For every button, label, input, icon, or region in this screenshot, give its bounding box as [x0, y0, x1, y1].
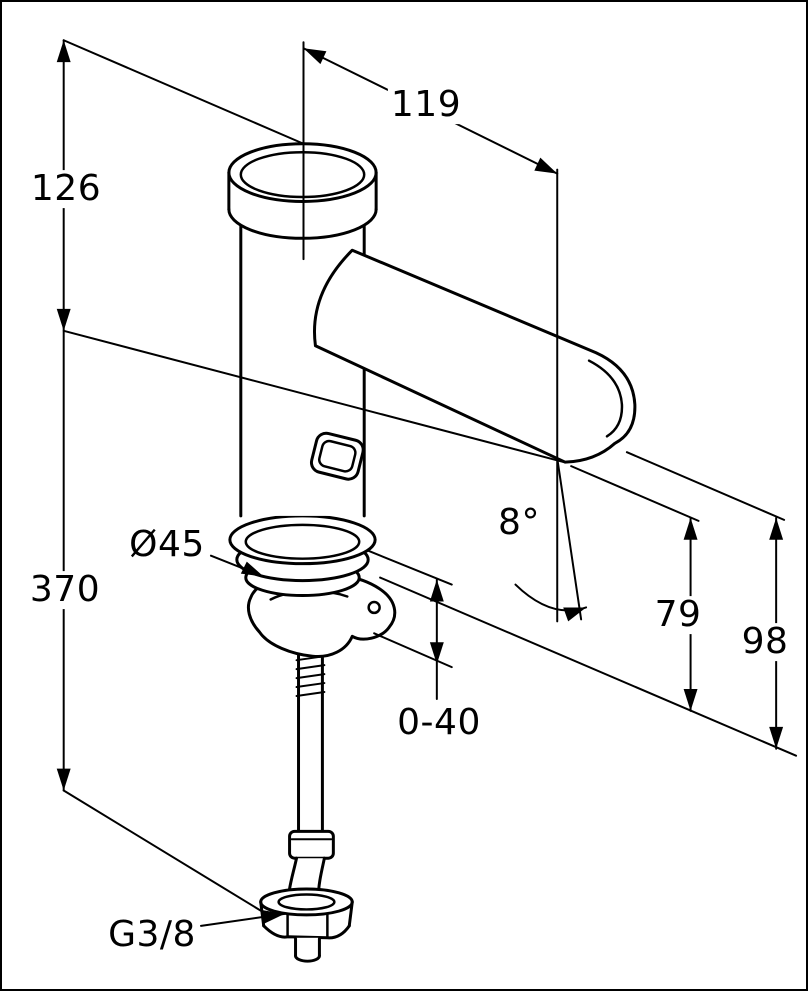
arrow-down-icon	[56, 308, 71, 331]
dimension-arrowheads	[56, 40, 784, 924]
faucet-spout	[313, 248, 637, 464]
hose-ferrule	[288, 829, 335, 860]
dim-label-angle: 8°	[495, 504, 543, 542]
dim-label-370: 370	[26, 571, 104, 609]
leader-arrow-icon	[240, 561, 264, 577]
mounting-base-rings	[228, 514, 377, 597]
dim-label-79: 79	[651, 596, 705, 634]
spout-plane-extension-line	[62, 329, 566, 464]
arrow-down-icon	[683, 689, 698, 711]
dim-label-diameter: Ø45	[126, 526, 208, 564]
outlet-extension-line	[570, 465, 700, 522]
sensor-window	[309, 431, 365, 481]
top-extension-line	[62, 39, 305, 145]
range-bottom-extension	[373, 632, 453, 669]
arrow-up-icon	[56, 40, 71, 63]
dim-label-thread: G3/8	[105, 916, 199, 954]
mounting-plane-line	[379, 576, 798, 757]
arrow-downright-icon	[534, 157, 558, 174]
arrow-upleft-icon	[303, 48, 327, 65]
arc-arrow-icon	[563, 607, 587, 622]
angle-arc	[514, 583, 588, 612]
dim-label-119: 119	[387, 86, 465, 124]
arrow-down-icon	[56, 768, 71, 791]
angle-reference-line	[556, 457, 583, 621]
leader-arrow-icon	[261, 909, 285, 924]
arrow-up-icon	[769, 517, 784, 540]
hex-connector-nut	[259, 887, 354, 963]
dim-label-126: 126	[27, 170, 105, 208]
dim-label-98: 98	[738, 623, 792, 661]
bottom-extension-line	[62, 789, 274, 919]
spout-top-extension-line	[625, 451, 786, 521]
threaded-rod-and-hose	[287, 637, 335, 898]
arrow-down-icon	[429, 642, 444, 665]
arrow-up-icon	[683, 517, 698, 540]
dimension-annotations	[62, 39, 798, 927]
arrow-up-icon	[429, 579, 444, 602]
arrow-down-icon	[769, 726, 784, 749]
range-top-extension	[367, 549, 453, 586]
dim-label-range: 0-40	[394, 704, 484, 742]
